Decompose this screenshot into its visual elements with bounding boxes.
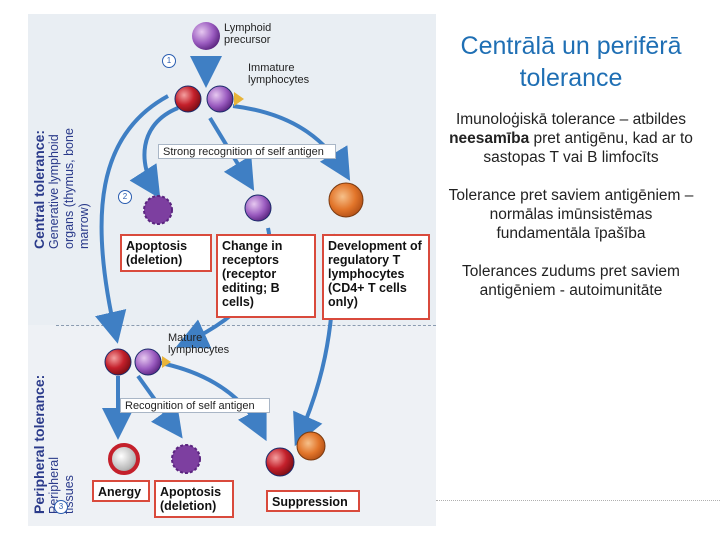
- antigen-marker-2: [162, 356, 171, 368]
- apoptotic-cell-2: [171, 444, 201, 474]
- suppression-box: Suppression: [266, 490, 360, 512]
- paragraph-self-tolerance: Tolerance pret saviem antigēniem – normā…: [448, 187, 694, 242]
- cells: [104, 22, 364, 477]
- apoptotic-cell: [143, 195, 173, 225]
- suppressed-cell: [265, 447, 295, 477]
- panel-divider: [56, 325, 436, 326]
- bottom-dotted-rule: [436, 500, 720, 501]
- arrow-to-treg: [232, 104, 351, 181]
- immature-red-cell: [174, 85, 202, 113]
- arrow-to-mature: [95, 94, 169, 344]
- mature-red-cell: [104, 348, 132, 376]
- arrow-to-apoptosis: [129, 106, 179, 199]
- text-panel: Centrālā un perifērā tolerance Imunoloģi…: [448, 30, 694, 319]
- strong-recognition-bar: Strong recognition of self antigen: [158, 144, 336, 159]
- mature-lymphocytes-label: Mature lymphocytes: [168, 332, 230, 356]
- apoptosis-box-2: Apoptosis (deletion): [154, 480, 234, 518]
- immature-lymphocytes-label: Immature lymphocytes: [248, 62, 310, 86]
- anergic-cell: [108, 443, 140, 475]
- lymphoid-precursor-cell: [192, 22, 220, 50]
- mature-purple-cell: [134, 348, 162, 376]
- arrow-to-suppression: [155, 360, 267, 442]
- edited-receptor-cell: [244, 194, 272, 222]
- step-2-marker: 2: [118, 190, 132, 204]
- receptor-editing-box: Change in receptors (receptor editing; B…: [216, 234, 316, 318]
- definition-bold-word: neesamība: [449, 130, 530, 147]
- tolerance-diagram: Central tolerance: Generative lymphoid o…: [28, 14, 436, 526]
- definition-text-start: Imunoloģiskā tolerance – atbildes: [455, 111, 687, 128]
- slide-title: Centrālā un perifērā tolerance: [460, 32, 682, 92]
- treg-development-box: Development of regulatory T lymphocytes …: [322, 234, 430, 320]
- paragraph-autoimmunity: Tolerances zudums pret saviem antigēniem…: [462, 263, 680, 299]
- treg-cell: [328, 182, 364, 218]
- antigen-marker: [234, 92, 244, 106]
- lymphoid-precursor-label: Lymphoid precursor: [224, 22, 272, 46]
- definition-text-end: pret antigēnu, kad ar to sastopas T vai …: [483, 130, 693, 166]
- immature-purple-cell: [206, 85, 234, 113]
- apoptosis-box: Apoptosis (deletion): [120, 234, 212, 272]
- recognition-bar: Recognition of self antigen: [120, 398, 270, 413]
- step-1-marker: 1: [162, 54, 176, 68]
- anergy-box: Anergy: [92, 480, 150, 502]
- paragraph-definition: Imunoloģiskā tolerance – atbildes neesam…: [448, 110, 694, 167]
- treg-suppressing-cell: [296, 431, 326, 461]
- step-3-marker: 3: [54, 500, 68, 514]
